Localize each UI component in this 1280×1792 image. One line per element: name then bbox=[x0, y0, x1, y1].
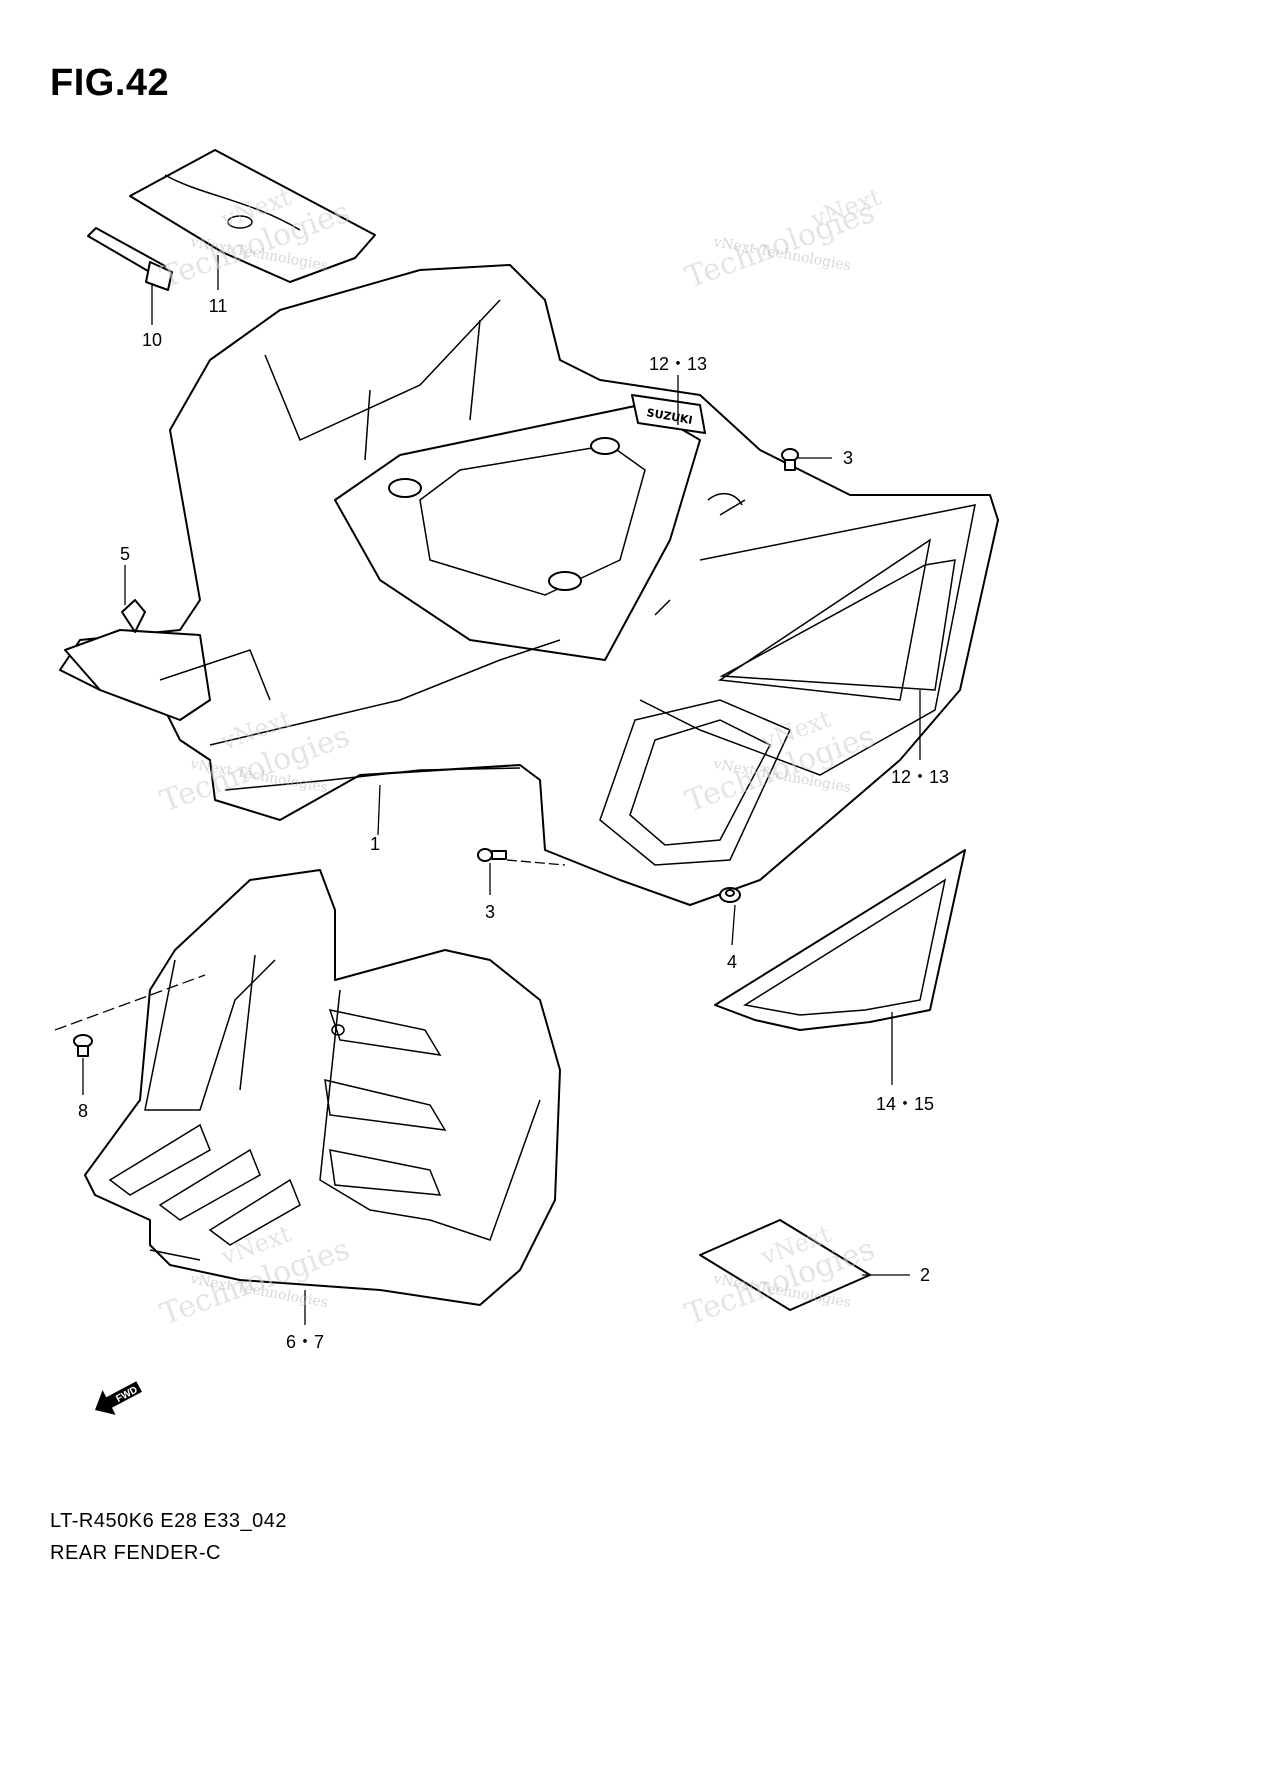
callout-1: 1 bbox=[370, 834, 380, 854]
callout-11: 12・13 bbox=[649, 354, 707, 374]
part-9-pin bbox=[87, 227, 173, 291]
watermark-top-right: vNext Technologies vNext Technologies bbox=[681, 183, 885, 296]
callout-14-15: 14・15 bbox=[876, 1094, 934, 1114]
part-6-7-mud-guard bbox=[84, 869, 561, 1306]
callout-6-7: 6・7 bbox=[286, 1332, 324, 1352]
leader-lines bbox=[54, 255, 921, 1325]
callout-9: 10 bbox=[142, 330, 162, 350]
part-1-rear-fender bbox=[59, 264, 999, 906]
part-5-clip bbox=[121, 599, 146, 633]
callout-10: 11 bbox=[209, 296, 228, 316]
callout-2: 2 bbox=[920, 1265, 930, 1285]
part-10-pad bbox=[129, 149, 376, 283]
callout-labels: 11 10 12・13 3 5 1 12・13 3 4 8 14・15 2 6・… bbox=[78, 296, 949, 1352]
diagram-name: REAR FENDER-C bbox=[50, 1542, 221, 1564]
fwd-arrow-icon: FWD bbox=[95, 1381, 142, 1415]
part-3-bolt-upper bbox=[781, 448, 799, 471]
part-11-decal: SUZUKI bbox=[631, 394, 706, 434]
part-8-screw bbox=[73, 1034, 93, 1057]
diagram-code: LT-R450K6 E28 E33_042 bbox=[50, 1510, 287, 1532]
callout-3-lower: 3 bbox=[485, 902, 495, 922]
figure-title: FIG.42 bbox=[50, 62, 170, 104]
callout-12-13: 12・13 bbox=[891, 767, 949, 787]
part-14-15-decal bbox=[714, 849, 966, 1031]
callout-5: 5 bbox=[120, 544, 130, 564]
part-12-13-decal bbox=[719, 559, 956, 691]
part-4-grommet bbox=[719, 887, 741, 903]
part-3-bolt-lower bbox=[477, 848, 507, 862]
callout-4: 4 bbox=[727, 952, 737, 972]
fwd-label: FWD bbox=[114, 1385, 139, 1405]
callout-3-upper: 3 bbox=[843, 448, 853, 468]
callout-8: 8 bbox=[78, 1101, 88, 1121]
